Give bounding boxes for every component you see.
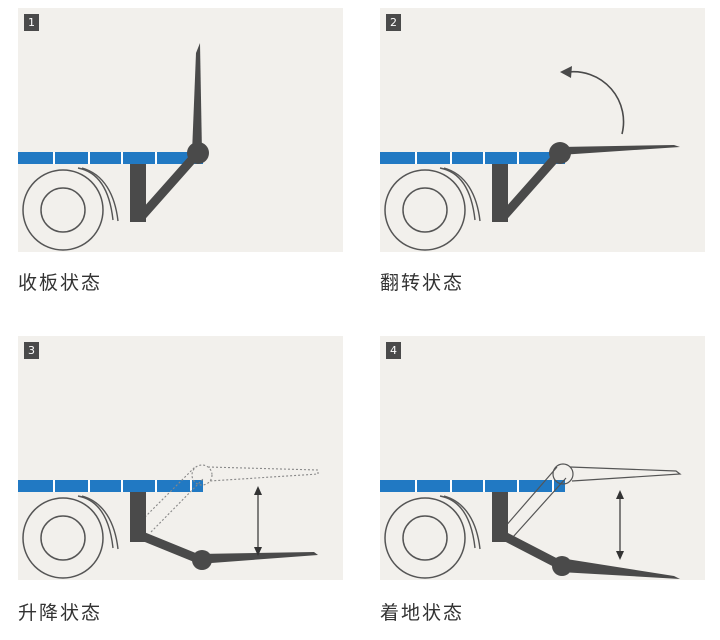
flipped-illustration bbox=[380, 66, 680, 251]
truck-platform bbox=[380, 152, 565, 164]
rotation-arrow-icon bbox=[560, 66, 625, 135]
rear-wheel bbox=[384, 169, 466, 251]
grounded-illustration bbox=[380, 463, 682, 579]
fender bbox=[77, 167, 119, 222]
fender bbox=[77, 495, 119, 550]
height-arrow-icon bbox=[616, 490, 624, 560]
ghost-gate-outline bbox=[141, 464, 319, 533]
rear-wheel bbox=[22, 497, 104, 579]
truck-platform bbox=[18, 480, 203, 492]
panel-flipped: 2 bbox=[380, 8, 705, 252]
caption-stowed: 收板状态 bbox=[18, 272, 103, 294]
rear-wheel bbox=[22, 169, 104, 251]
caption-flipped: 翻转状态 bbox=[380, 272, 465, 294]
panel-number-badge: 3 bbox=[24, 342, 39, 359]
lift-gate bbox=[492, 492, 680, 579]
panel-number-badge: 2 bbox=[386, 14, 401, 31]
rear-wheel bbox=[384, 497, 466, 579]
truck-platform bbox=[380, 480, 565, 492]
height-arrow-icon bbox=[254, 486, 262, 556]
caption-lowered: 升降状态 bbox=[18, 602, 103, 624]
fender bbox=[439, 167, 481, 222]
ghost-gate-outline bbox=[503, 463, 682, 538]
lift-gate bbox=[130, 43, 209, 222]
lift-gate bbox=[492, 142, 680, 222]
panel-number-badge: 4 bbox=[386, 342, 401, 359]
lowered-illustration bbox=[18, 464, 319, 579]
stowed-illustration bbox=[18, 43, 209, 251]
panel-grounded: 4 bbox=[380, 336, 705, 580]
panel-lowered: 3 bbox=[18, 336, 343, 580]
lift-gate bbox=[130, 492, 318, 570]
caption-grounded: 着地状态 bbox=[380, 602, 465, 624]
fender bbox=[439, 495, 481, 550]
panel-stowed: 1 bbox=[18, 8, 343, 252]
panel-number-badge: 1 bbox=[24, 14, 39, 31]
truck-platform bbox=[18, 152, 203, 164]
